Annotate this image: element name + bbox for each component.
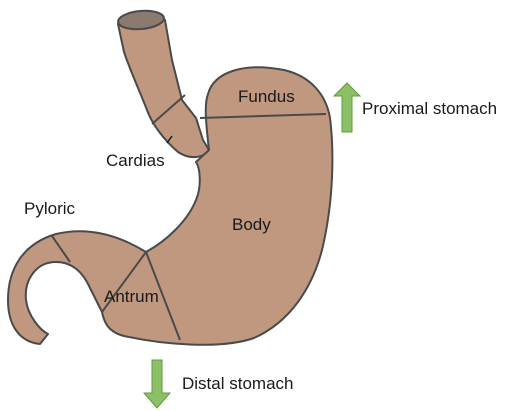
label-distal-stomach: Distal stomach	[182, 374, 293, 393]
label-antrum: Antrum	[104, 287, 159, 306]
label-fundus: Fundus	[238, 87, 295, 106]
label-pyloric: Pyloric	[24, 199, 76, 218]
distal-arrow-icon	[144, 360, 170, 408]
proximal-arrow-icon	[334, 83, 360, 132]
esophagus	[118, 20, 209, 157]
label-body: Body	[232, 215, 271, 234]
label-proximal-stomach: Proximal stomach	[362, 99, 497, 118]
label-cardias: Cardias	[106, 151, 165, 170]
